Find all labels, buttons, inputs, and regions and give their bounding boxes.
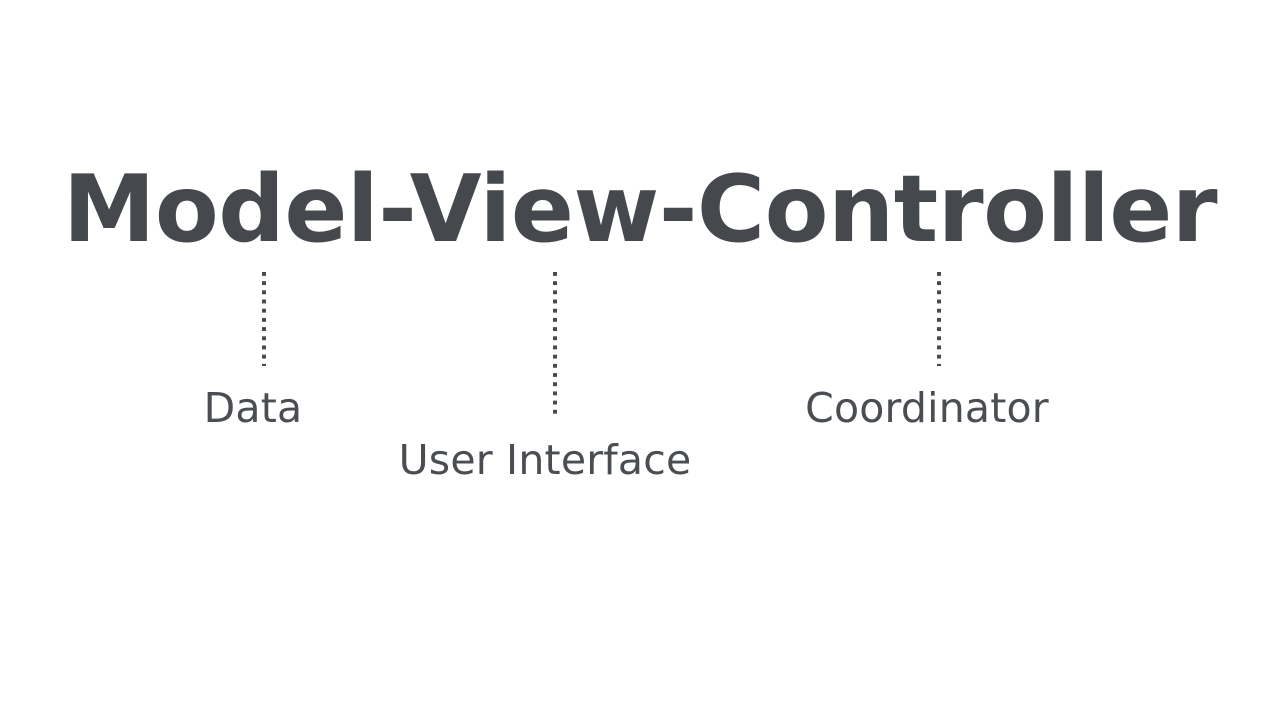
connector-line-controller (937, 272, 941, 366)
page-title: Model-View-Controller (62, 155, 1218, 263)
connector-line-model (262, 272, 266, 366)
label-controller-coordinator: Coordinator (805, 384, 1049, 432)
label-model-data: Data (203, 384, 303, 432)
label-view-user-interface: User Interface (398, 436, 692, 484)
connector-line-view (553, 272, 557, 418)
